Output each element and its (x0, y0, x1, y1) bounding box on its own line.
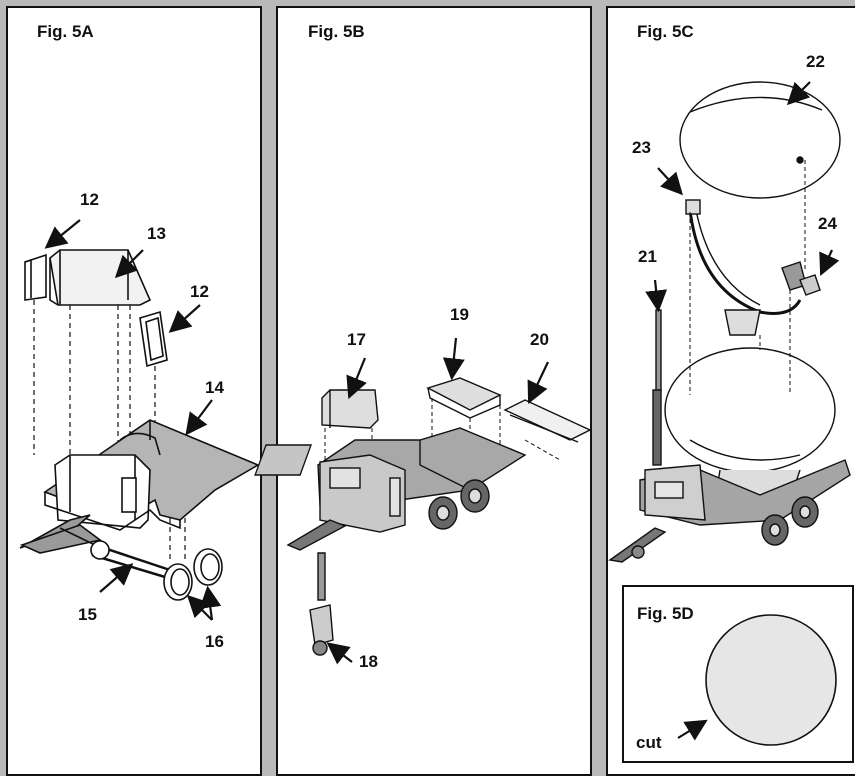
label-15: 15 (78, 605, 97, 624)
panel-fig-5b (276, 6, 592, 776)
fig-5b-title: Fig. 5B (308, 22, 365, 41)
fig-5a-title: Fig. 5A (37, 22, 94, 41)
label-19: 19 (450, 305, 469, 324)
label-17: 17 (347, 330, 366, 349)
label-16: 16 (205, 632, 224, 651)
label-12-left: 12 (80, 190, 99, 209)
panel-fig-5a (6, 6, 262, 776)
label-22: 22 (806, 52, 825, 71)
label-13: 13 (147, 224, 166, 243)
label-12-right: 12 (190, 282, 209, 301)
fig-5d-title: Fig. 5D (637, 604, 694, 623)
label-20: 20 (530, 330, 549, 349)
label-cut: cut (636, 733, 662, 752)
label-24: 24 (818, 214, 837, 233)
label-18: 18 (359, 652, 378, 671)
label-21: 21 (638, 247, 657, 266)
label-23: 23 (632, 138, 651, 157)
label-14: 14 (205, 378, 224, 397)
fig-5c-title: Fig. 5C (637, 22, 694, 41)
